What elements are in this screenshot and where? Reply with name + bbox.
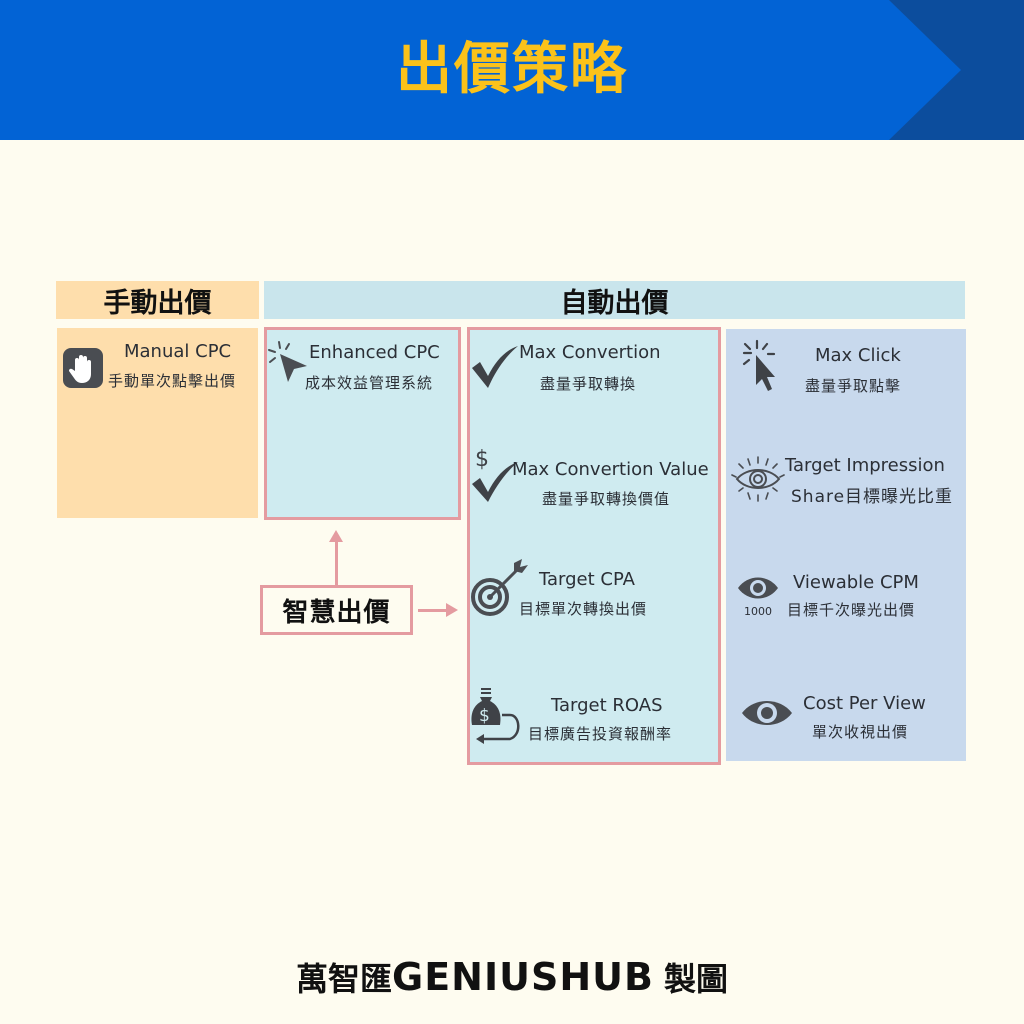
- strategy-desc: Share目標曝光比重: [791, 487, 954, 507]
- strategy-target-cpa: Target CPA 目標單次轉換出價: [470, 555, 718, 635]
- strategy-target-impression-share: Target Impression Share目標曝光比重: [726, 449, 966, 529]
- strategy-max-conversion: Max Convertion 盡量爭取轉換: [470, 330, 718, 410]
- strategy-name: Max Convertion Value: [512, 459, 709, 480]
- strategy-name: Max Click: [815, 345, 901, 366]
- strategy-enhanced-cpc: Enhanced CPC 成本效益管理系統: [267, 330, 458, 400]
- strategy-desc: 成本效益管理系統: [305, 374, 434, 392]
- cursor-click-icon: [268, 341, 307, 382]
- footer-suffix: 製圖: [663, 960, 728, 998]
- strategy-viewable-cpm: 1000 Viewable CPM 目標千次曝光出價: [726, 566, 966, 646]
- target-arrow-icon: [471, 559, 528, 616]
- strategy-desc: 目標單次轉換出價: [519, 600, 648, 618]
- strategy-name: Cost Per View: [803, 693, 926, 714]
- footer-brand: GENIUSHUB: [392, 955, 654, 999]
- strategy-manual-cpc: Manual CPC 手動單次點擊出價: [57, 328, 258, 398]
- strategy-name: Target CPA: [539, 569, 635, 590]
- title-banner: 出價策略: [0, 0, 1024, 140]
- auto-bidding-header: 自動出價: [264, 281, 965, 319]
- page-title: 出價策略: [396, 37, 628, 102]
- strategy-desc: 手動單次點擊出價: [108, 372, 237, 390]
- svg-text:$: $: [479, 706, 490, 726]
- arrow-right-icon: [446, 603, 458, 617]
- strategy-name: Target ROAS: [551, 695, 663, 716]
- strategy-max-click: Max Click 盡量爭取點擊: [726, 329, 966, 409]
- strategy-max-conversion-value: $ Max Convertion Value 盡量爭取轉換價值: [470, 442, 718, 522]
- strategy-name: Manual CPC: [124, 341, 232, 362]
- arrow-up-line: [335, 540, 338, 585]
- eye-rays-icon: [731, 456, 785, 502]
- strategy-desc: 單次收視出價: [812, 723, 909, 741]
- strategy-desc: 盡量爭取轉換: [540, 375, 637, 393]
- hand-stop-icon: [63, 348, 103, 388]
- cursor-click-icon: [742, 339, 776, 391]
- traffic-bidding-box: Max Click 盡量爭取點擊 Target Impression Share…: [726, 329, 966, 761]
- banner-chevron: [889, 0, 961, 140]
- money-bag-return-icon: $: [471, 688, 520, 744]
- conversion-bidding-box: Max Convertion 盡量爭取轉換 $ Max Convertion V…: [467, 327, 721, 765]
- eye-1000-badge: 1000: [744, 605, 772, 618]
- manual-bidding-box: Manual CPC 手動單次點擊出價: [57, 328, 258, 518]
- enhanced-cpc-box: Enhanced CPC 成本效益管理系統: [264, 327, 461, 520]
- dollar-checkmark-icon: $: [472, 447, 518, 502]
- strategy-name: Viewable CPM: [793, 572, 919, 593]
- strategy-desc: 目標廣告投資報酬率: [528, 725, 673, 743]
- strategy-desc: 盡量爭取點擊: [805, 377, 902, 395]
- strategy-target-roas: $ Target ROAS 目標廣告投資報酬率: [470, 685, 718, 765]
- checkmark-icon: [472, 346, 518, 388]
- smart-bidding-label: 智慧出價: [260, 585, 413, 635]
- strategy-desc: 目標千次曝光出價: [787, 601, 916, 619]
- manual-bidding-header: 手動出價: [56, 281, 259, 319]
- strategy-name: Target Impression: [785, 455, 945, 476]
- arrow-right-line: [418, 609, 448, 612]
- eye-icon: [742, 701, 792, 725]
- strategy-name: Enhanced CPC: [309, 342, 440, 363]
- strategy-name: Max Convertion: [519, 342, 661, 363]
- strategy-desc: 盡量爭取轉換價值: [542, 490, 671, 508]
- strategy-cost-per-view: Cost Per View 單次收視出價: [726, 689, 966, 769]
- eye-1000-icon: 1000: [738, 577, 778, 618]
- arrow-up-icon: [329, 530, 343, 542]
- footer-prefix: 萬智匯: [296, 960, 393, 998]
- svg-text:$: $: [475, 447, 489, 472]
